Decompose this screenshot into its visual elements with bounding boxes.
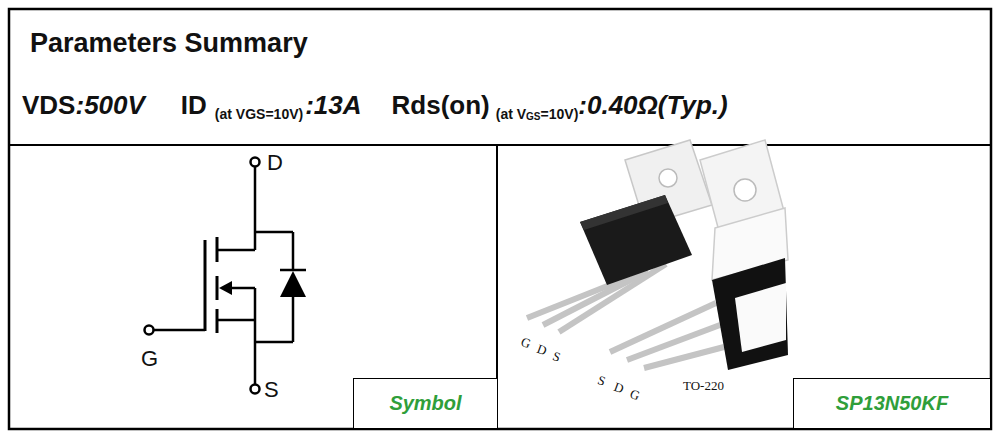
- drain-wire: [254, 167, 257, 250]
- parameter-text: GS: [526, 111, 540, 122]
- drain-link: [218, 249, 255, 252]
- to220-back: [610, 140, 788, 370]
- lead-name: G: [519, 334, 533, 352]
- plastic-frame: [712, 258, 788, 370]
- tab-hole: [659, 169, 677, 187]
- body-edge: [580, 195, 668, 230]
- lead-name-holder: G: [630, 385, 639, 403]
- diode-wire: [255, 231, 293, 234]
- diode-wire: [292, 297, 295, 342]
- diode-cathode: [280, 269, 306, 272]
- parameter-text: VDS: [22, 90, 75, 121]
- parameter-text: Rds(on): [392, 90, 490, 121]
- lead: [644, 347, 724, 368]
- pin-name-holder: D: [267, 150, 283, 176]
- lead-name: D: [535, 341, 549, 359]
- body-arrow: [219, 281, 232, 295]
- pin-name: G: [141, 346, 158, 372]
- pin-name: D: [267, 150, 283, 176]
- parameter-line: VDS:500VID(at VGS=10V):13ARds(on)(at VGS…: [22, 90, 728, 121]
- plastic-body: [580, 195, 692, 285]
- caption-text: Symbol: [389, 392, 461, 415]
- pin-name-holder: S: [264, 377, 279, 403]
- diode-triangle: [280, 271, 306, 297]
- parameter-text: :13A: [305, 90, 361, 121]
- outer-frame: [9, 9, 991, 429]
- lead-name-holder: D: [537, 340, 546, 358]
- tab-hole: [734, 179, 756, 201]
- body-link: [228, 287, 255, 290]
- caption-text: SP13N50KF: [836, 392, 948, 415]
- lead-name: G: [628, 386, 642, 404]
- gate-terminal: [145, 326, 154, 335]
- source-wire: [254, 288, 257, 384]
- lead-name-holder: G: [521, 333, 530, 351]
- package-name: TO-220: [683, 378, 724, 394]
- drain-terminal: [251, 158, 260, 167]
- caption-box: Symbol: [353, 378, 497, 428]
- lead-name-holder: S: [553, 347, 560, 365]
- source-link: [218, 319, 255, 322]
- frame-window: [735, 283, 786, 352]
- diode-wire: [255, 341, 293, 344]
- title-text: Parameters Summary: [30, 28, 308, 58]
- gate-plate: [204, 240, 207, 331]
- package-name-holder: TO-220: [683, 376, 724, 394]
- lead: [543, 271, 648, 325]
- lead-name: D: [612, 379, 626, 397]
- parameter-text: :0.40Ω(Typ.): [578, 90, 727, 121]
- parameter-text: (at V: [496, 106, 526, 122]
- section-divider: [9, 144, 991, 146]
- lead-name-holder: D: [614, 378, 623, 396]
- source-terminal: [251, 385, 260, 394]
- diode-wire: [292, 232, 295, 270]
- mosfet-symbol: [145, 158, 307, 394]
- lead-name-holder: S: [598, 371, 605, 389]
- pin-name: S: [264, 377, 279, 403]
- channel-segment: [216, 276, 219, 300]
- to220-front: [527, 140, 712, 332]
- gate-wire: [154, 329, 205, 332]
- pin-name-holder: G: [141, 346, 158, 372]
- parameter-text: ID: [181, 90, 207, 121]
- channel-segment: [216, 237, 219, 262]
- parameter-text: :500V: [75, 90, 144, 121]
- parameter-text: =10V): [541, 106, 579, 122]
- lead-name: S: [550, 348, 562, 366]
- caption-box: SP13N50KF: [793, 378, 990, 428]
- lead-name: S: [595, 372, 607, 390]
- parameter-text: (at VGS=10V): [215, 106, 303, 122]
- title-holder: Parameters Summary: [30, 28, 308, 59]
